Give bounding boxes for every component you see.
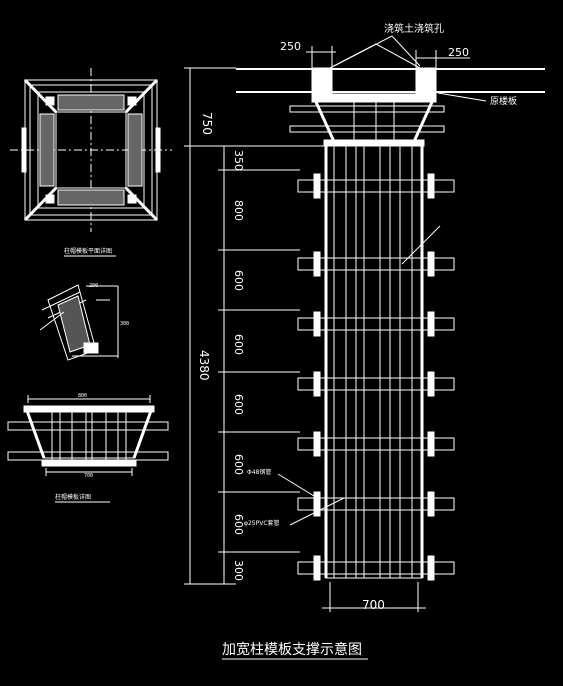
- dim-total-height: 4380: [197, 350, 211, 381]
- dim-spacing-7: 600: [232, 514, 245, 535]
- cap-plan-view: [10, 68, 172, 232]
- plan-caption: 柱帽模板平面详图: [64, 247, 112, 255]
- detail-dim-a: 200: [89, 283, 98, 289]
- dim-top-left: 250: [280, 40, 301, 53]
- dim-spacing-1: 350: [232, 150, 245, 171]
- dim-spacing-3: 600: [232, 270, 245, 291]
- dim-top-right: 250: [448, 46, 469, 59]
- floor-slab: [236, 43, 545, 95]
- dim-spacing-2: 800: [232, 200, 245, 221]
- dim-spacing-8: 300: [232, 560, 245, 581]
- dim-bottom-width: 700: [362, 598, 385, 612]
- bracket-detail: [39, 284, 119, 361]
- dim-spacing-6: 600: [232, 454, 245, 475]
- detail-dim-b: 300: [120, 321, 129, 327]
- column-body: [324, 145, 441, 579]
- column-cap: [289, 93, 445, 147]
- dimension-chain: [184, 67, 330, 585]
- pour-hole-label: 浇筑土浇筑孔: [384, 22, 444, 35]
- dim-spacing-5: 600: [232, 394, 245, 415]
- floor-slab-label: 原楼板: [490, 95, 517, 107]
- section-dim-bottom: 700: [84, 473, 93, 479]
- dim-cap-height: 750: [200, 112, 214, 135]
- cap-section-view: [7, 395, 169, 476]
- pvc-label: φ25PVC套管: [244, 519, 280, 527]
- main-title: 加宽柱模板支撑示意图: [222, 641, 362, 658]
- section-caption: 柱帽模板详图: [55, 493, 91, 501]
- section-dim-top: 800: [78, 393, 87, 399]
- tube-label: Φ48钢管: [247, 468, 271, 476]
- dim-spacing-4: 600: [232, 334, 245, 355]
- column-yokes: [297, 173, 455, 581]
